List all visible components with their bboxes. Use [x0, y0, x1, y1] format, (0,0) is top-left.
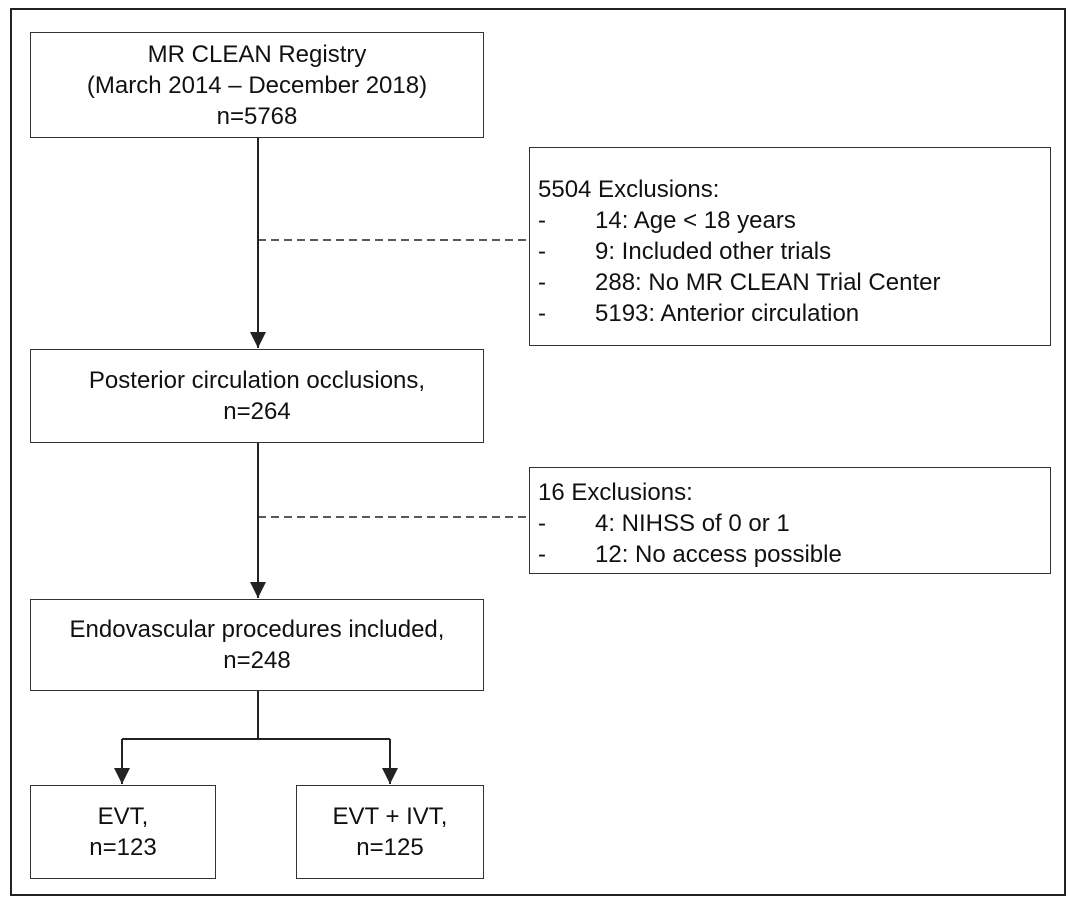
exclusion-text: 12: No access possible: [595, 541, 842, 568]
exclusions-2-title: 16 Exclusions:: [538, 479, 693, 506]
exclusion-dash: -: [538, 269, 546, 296]
arrowhead-evt: [114, 768, 130, 784]
evt-ivt-box: EVT + IVT, n=125: [296, 785, 484, 879]
arrowhead-posterior: [250, 332, 266, 348]
exclusion-text: 4: NIHSS of 0 or 1: [595, 510, 790, 537]
registry-count: n=5768: [216, 102, 298, 130]
exclusion-text: 14: Age < 18 years: [595, 207, 796, 234]
exclusion-item: - 4: NIHSS of 0 or 1: [538, 508, 1050, 539]
registry-box: MR CLEAN Registry (March 2014 – December…: [30, 32, 484, 138]
exclusion-dash: -: [538, 300, 546, 327]
exclusion-item: - 5193: Anterior circulation: [538, 298, 1050, 329]
exclusion-item: - 14: Age < 18 years: [538, 205, 1050, 236]
endovascular-count: n=248: [223, 647, 291, 674]
registry-period: (March 2014 – December 2018): [86, 71, 428, 99]
exclusion-item: - 288: No MR CLEAN Trial Center: [538, 267, 1050, 298]
arrowhead-endovascular: [250, 582, 266, 598]
exclusion-dash: -: [538, 510, 546, 537]
evt-title: EVT,: [97, 803, 149, 830]
exclusion-dash: -: [538, 541, 546, 568]
exclusions-box-1: 5504 Exclusions: - 14: Age < 18 years - …: [529, 147, 1051, 346]
posterior-count: n=264: [223, 398, 291, 425]
exclusion-text: 288: No MR CLEAN Trial Center: [595, 269, 941, 296]
evt-ivt-title: EVT + IVT,: [332, 803, 448, 830]
endovascular-title: Endovascular procedures included,: [69, 616, 445, 643]
exclusions-box-2: 16 Exclusions: - 4: NIHSS of 0 or 1 - 12…: [529, 467, 1051, 574]
evt-count: n=123: [89, 834, 157, 861]
registry-title: MR CLEAN Registry: [147, 40, 367, 68]
exclusion-item: - 12: No access possible: [538, 539, 1050, 570]
outer-frame: [10, 8, 1066, 896]
evt-ivt-count: n=125: [356, 834, 424, 861]
endovascular-box: Endovascular procedures included, n=248: [30, 599, 484, 691]
arrowhead-evt-ivt: [382, 768, 398, 784]
exclusion-dash: -: [538, 207, 546, 234]
posterior-box: Posterior circulation occlusions, n=264: [30, 349, 484, 443]
exclusion-text: 9: Included other trials: [595, 238, 832, 265]
exclusion-text: 5193: Anterior circulation: [595, 300, 860, 327]
posterior-title: Posterior circulation occlusions,: [88, 367, 426, 394]
exclusion-item: - 9: Included other trials: [538, 236, 1050, 267]
exclusion-dash: -: [538, 238, 546, 265]
evt-box: EVT, n=123: [30, 785, 216, 879]
exclusions-1-title: 5504 Exclusions:: [538, 176, 720, 203]
